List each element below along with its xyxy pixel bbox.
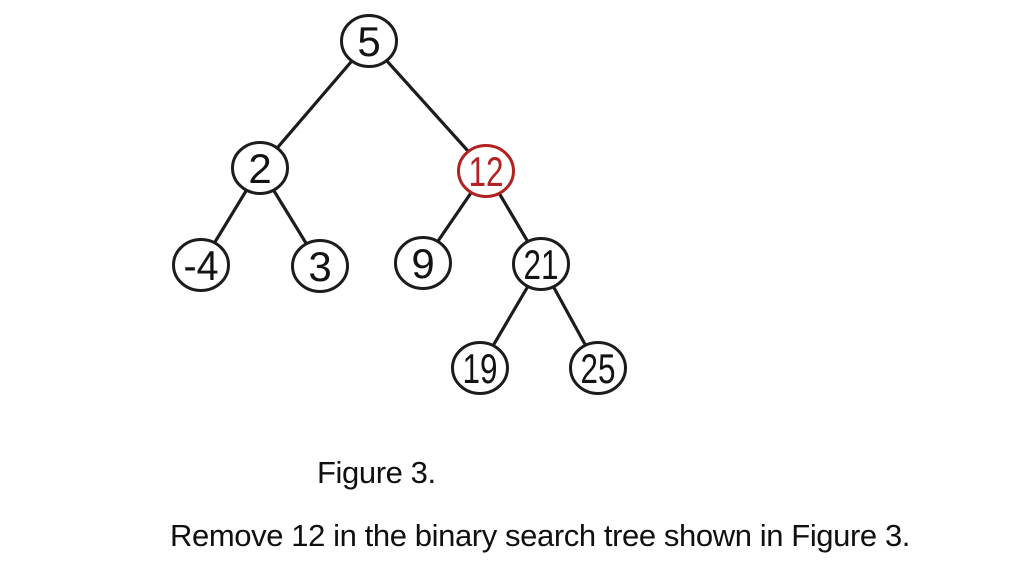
tree-node-19: 19 <box>451 341 509 395</box>
tree-node-12: 12 <box>457 144 515 198</box>
tree-node--4: -4 <box>172 238 230 292</box>
tree-edge-5-2 <box>258 39 371 170</box>
tree-node-label: 21 <box>524 241 559 288</box>
tree-node-circle <box>231 141 289 195</box>
tree-node-label: -4 <box>184 242 219 289</box>
tree-node-3: 3 <box>291 239 349 293</box>
tree-node-label: 25 <box>581 345 616 392</box>
tree-node-label: 5 <box>357 18 380 65</box>
binary-search-tree-figure: 5 2 12 -4 3 9 21 19 25 <box>172 14 627 395</box>
tree-node-label: 19 <box>463 345 498 392</box>
tree-node-circle <box>340 14 398 68</box>
tree-node-2: 2 <box>231 141 289 195</box>
tree-node-label: 2 <box>248 145 271 192</box>
tree-node-label: 3 <box>308 243 331 290</box>
tree-node-circle <box>291 239 349 293</box>
tree-node-21: 21 <box>512 237 570 291</box>
tree-node-5: 5 <box>340 14 398 68</box>
tree-edge-5-12 <box>367 39 488 173</box>
tree-node-circle <box>512 237 570 291</box>
tree-node-25: 25 <box>569 341 627 395</box>
tree-node-circle <box>569 341 627 395</box>
tree-node-label: 12 <box>469 148 504 195</box>
tree-node-circle <box>172 238 230 292</box>
tree-node-circle <box>457 144 515 198</box>
instruction-text: Remove 12 in the binary search tree show… <box>170 518 911 553</box>
tree-node-9: 9 <box>394 236 452 290</box>
tree-node-label: 9 <box>411 240 434 287</box>
tree-node-circle <box>394 236 452 290</box>
tree-node-circle <box>451 341 509 395</box>
figure-caption: Figure 3. <box>317 455 436 490</box>
